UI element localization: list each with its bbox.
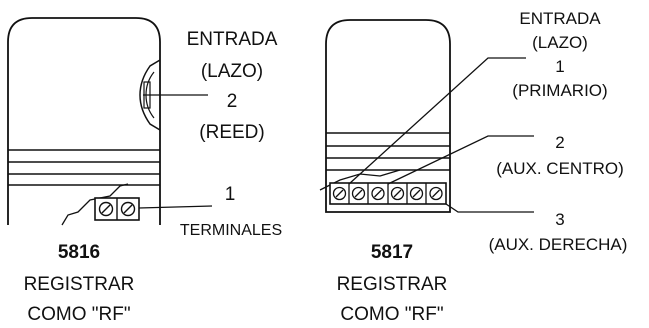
terminal-screw-icon (371, 186, 385, 201)
loop2-name: (AUX. CENTRO) (496, 159, 624, 178)
loop1-name: (PRIMARIO) (512, 81, 607, 100)
input-label-line1: ENTRADA (519, 9, 601, 28)
terminal-screw-icon (390, 186, 405, 201)
terminal-screw-icon (98, 201, 114, 217)
loop3-name: (AUX. DERECHA) (489, 235, 628, 254)
loop2-name: (REED) (199, 122, 264, 143)
device-5816: ENTRADA (LAZO) 2 (REED) 1 TERMINALES 581… (7, 17, 282, 325)
register-line1: REGISTRAR (337, 274, 448, 295)
loop3-number: 3 (555, 210, 564, 229)
reed-switch-window (139, 59, 161, 131)
device-5816-housing (7, 17, 161, 225)
loop1-number: 1 (225, 184, 236, 205)
register-line1: REGISTRAR (24, 274, 135, 295)
input-label-line2: (LAZO) (532, 33, 588, 52)
loop2-number: 2 (227, 91, 238, 112)
terminal-screw-icon (120, 201, 136, 217)
device-5817-housing (325, 19, 451, 213)
cover-break-line (61, 183, 129, 226)
input-label-line1: ENTRADA (187, 29, 278, 50)
register-line2: COMO "RF" (27, 304, 130, 325)
input-label-line2: (LAZO) (201, 61, 263, 82)
loop1-number: 1 (555, 57, 564, 76)
leader-loop1-5816 (138, 205, 213, 209)
model-number: 5816 (58, 242, 100, 263)
loop2-number: 2 (555, 133, 564, 152)
terminal-screw-icon (332, 186, 347, 201)
terminal-screw-icon (409, 186, 424, 201)
leader-loop1-5817 (348, 57, 526, 185)
loop1-name: TERMINALES (180, 222, 282, 239)
leader-loop3-5817 (445, 203, 534, 213)
terminal-screw-icon (429, 186, 443, 201)
device-5817: ENTRADA (LAZO) 1 (PRIMARIO) 2 (AUX. CENT… (319, 9, 628, 325)
leader-loop2-5817 (387, 135, 534, 185)
model-number: 5817 (371, 242, 413, 263)
terminal-screw-icon (351, 186, 366, 201)
register-line2: COMO "RF" (340, 304, 443, 325)
